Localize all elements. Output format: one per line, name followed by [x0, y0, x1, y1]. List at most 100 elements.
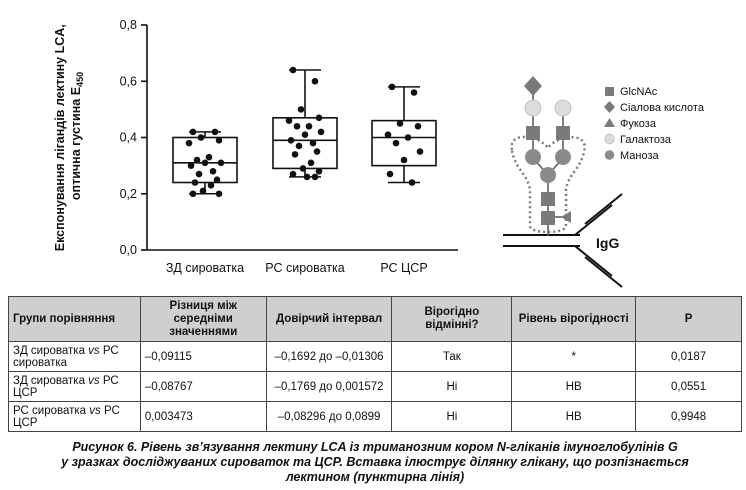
x-tick-label: РС ЦСР: [380, 261, 427, 275]
sialic-acid-diamond-icon: [604, 101, 615, 113]
cell-group: ЗД сироватка vs РС ЦСР: [8, 371, 141, 402]
cell-ci: –0,1692 до –0,01306: [265, 341, 393, 372]
caption-line: Рисунок 6. Рівень зв’язування лектину LC…: [72, 440, 678, 454]
data-point: [311, 173, 319, 181]
data-point: [414, 122, 422, 130]
legend-label: Галактоза: [620, 134, 672, 146]
data-point: [211, 128, 219, 136]
data-point: [289, 66, 297, 74]
galactose-circle-icon: [604, 133, 615, 145]
glcnac-square-icon: [526, 126, 540, 140]
mannose-circle-icon: [555, 149, 571, 165]
data-point: [295, 142, 303, 150]
data-point: [293, 122, 301, 130]
box: [172, 136, 238, 184]
data-point: [315, 167, 323, 175]
legend-label: Маноза: [620, 150, 660, 162]
cell-p: 0,0551: [635, 371, 742, 402]
galactose-circle-icon: [524, 99, 542, 117]
data-point: [191, 179, 199, 186]
data-point: [189, 190, 197, 198]
data-point: [187, 162, 195, 169]
fucose-triangle-icon: [604, 118, 615, 127]
data-point: [408, 179, 416, 186]
igg-label: IgG: [596, 235, 619, 251]
data-point: [289, 170, 297, 178]
data-point: [317, 128, 325, 136]
glycan-inset: IgG: [503, 76, 623, 288]
legend-label: Фукоза: [620, 118, 657, 130]
igg-arm: [574, 204, 613, 236]
data-point: [305, 122, 313, 130]
cell-significant: Ні: [391, 401, 513, 432]
data-point: [215, 190, 223, 198]
cell-p: 0,0187: [635, 341, 742, 372]
lectin-recognition-outline: [510, 135, 586, 234]
data-point: [396, 120, 404, 127]
cell-group: РС сироватка vs РС ЦСР: [8, 401, 141, 432]
legend-label: Сіалова кислота: [620, 102, 705, 114]
col-header-level: Рівень вірогідності: [511, 296, 637, 342]
data-point: [199, 187, 207, 195]
data-point: [185, 139, 193, 147]
data-point: [400, 156, 408, 164]
data-point: [193, 156, 201, 164]
cell-significant: Ні: [391, 371, 513, 402]
mannose-circle-icon: [525, 149, 541, 165]
data-point: [213, 176, 221, 183]
y-tick-label: 0,2: [120, 187, 137, 201]
cell-p: 0,9948: [635, 401, 742, 432]
figure: Експонування лігандів лектину LCA, оптич…: [53, 18, 705, 288]
data-point: [287, 137, 295, 144]
data-point: [209, 167, 217, 175]
box: [371, 119, 437, 167]
cell-level: НВ: [511, 401, 637, 432]
col-header-groups: Групи порівняння: [8, 296, 141, 342]
data-point: [201, 159, 209, 167]
igg-arm: [584, 256, 623, 288]
data-point: [416, 148, 424, 155]
data-point: [307, 159, 315, 167]
mannose-circle-icon: [604, 150, 615, 160]
y-tick-label: 0,4: [120, 131, 137, 145]
data-point: [404, 134, 412, 141]
glcnac-square-icon: [541, 192, 555, 206]
data-point: [299, 165, 307, 172]
col-header-p: P: [635, 296, 742, 342]
col-header-ci: Довірчий інтервал: [265, 296, 393, 342]
x-tick-label: РС сироватка: [265, 261, 344, 275]
data-point: [285, 117, 293, 124]
data-point: [217, 159, 225, 167]
cell-diff: –0,08767: [139, 371, 267, 402]
cell-ci: –0,1769 до 0,001572: [265, 371, 393, 402]
col-header-mean-diff: Різниця між середніми значеннями: [139, 296, 267, 342]
data-point: [297, 106, 305, 113]
cell-diff: –0,09115: [139, 341, 267, 372]
fucose-triangle-icon: [561, 211, 571, 223]
cell-significant: Так: [391, 341, 513, 372]
col-header-significant: Вірогідно відмінні?: [391, 296, 513, 342]
table-row: РС сироватка vs РС ЦСР 0,003473 –0,08296…: [8, 401, 742, 432]
caption-line: лектином (пунктирна лінія): [285, 470, 465, 484]
data-point: [207, 182, 215, 189]
igg-arm: [574, 245, 613, 277]
data-point: [309, 139, 317, 147]
data-point: [386, 170, 394, 178]
cell-diff: 0,003473: [139, 401, 267, 432]
data-point: [301, 131, 309, 138]
data-point: [197, 134, 205, 141]
glcnac-square-icon: [541, 211, 555, 225]
data-point: [315, 114, 323, 122]
glcnac-square-icon: [556, 126, 570, 140]
data-point: [410, 89, 418, 96]
table-row: ЗД сироватка vs РС сироватка –0,09115 –0…: [8, 341, 742, 372]
box: [272, 117, 338, 170]
data-point: [388, 83, 396, 91]
y-tick-label: 0,6: [120, 74, 137, 88]
y-tick-label: 0,0: [120, 243, 137, 257]
y-axis-label: Експонування лігандів лектину LCA, оптич…: [53, 21, 85, 252]
table-header-row: Групи порівняння Різниця між середніми з…: [8, 296, 742, 342]
cell-level: *: [511, 341, 637, 372]
data-point: [205, 153, 213, 161]
